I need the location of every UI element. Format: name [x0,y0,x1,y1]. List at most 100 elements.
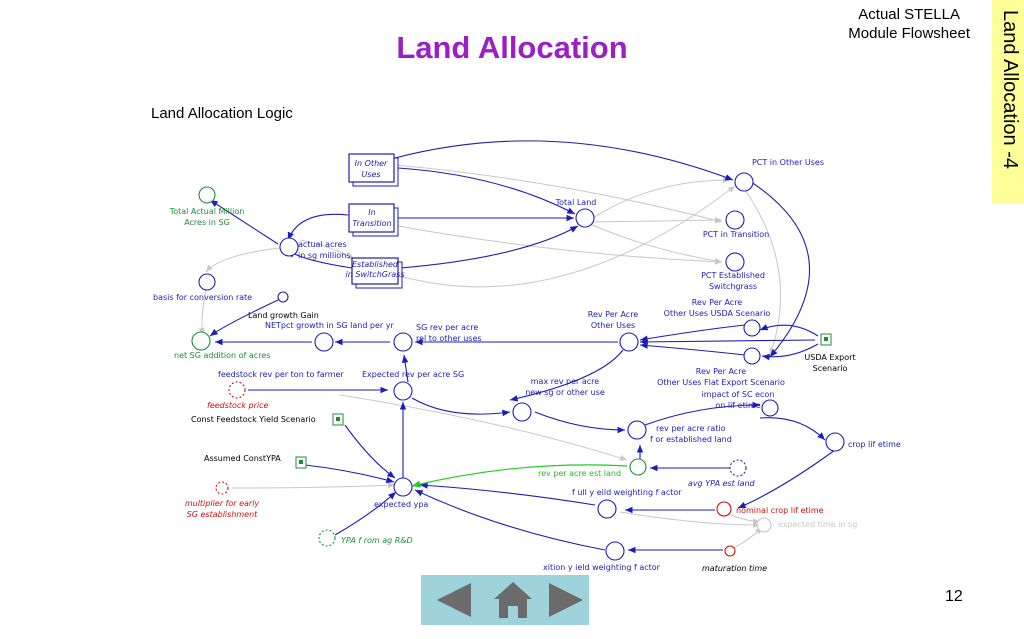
node-label: rev per acre est land [538,469,621,478]
stock-label: Transition [352,219,391,228]
node-label: Rev Per Acre [588,310,639,319]
multiplier-node [215,481,229,495]
node-label: Expected rev per acre SG [362,370,464,379]
next-slide-button[interactable] [541,575,597,625]
transition-w-node [605,541,625,561]
avg-ypa-node [729,459,747,477]
node-label: on lif etime [715,401,760,410]
node-label: max rev per acre [531,377,600,386]
stock-in-transition: In Transition [348,203,399,237]
node-label: net SG addition of acres [174,351,270,360]
previous-slide-button[interactable] [427,575,483,625]
converter-nodes [191,172,845,561]
page-title: Land Allocation [396,30,628,65]
node-label: PCT Established [701,271,765,280]
node-label: Const Feedstock Yield Scenario [191,415,316,424]
home-icon [494,582,532,618]
node-label: crop lif etime [848,440,901,449]
node-label: f or established land [650,435,732,444]
node-label: YPA f rom ag R&D [341,536,413,545]
node-label: SG rev per acre [416,323,478,332]
node-label: Total Land [555,198,597,207]
green-connector [411,464,628,488]
node-label: Scenario [813,364,848,373]
node-label: Rev Per Acre [692,298,743,307]
right-arrow-icon [549,583,583,617]
node-label: PCT in Transition [703,230,769,239]
node-label: Land growth Gain [248,311,319,320]
node-label: SG establishment [187,510,258,519]
node-label: f ull y eild weighting f actor [572,488,682,497]
expected-ypa-node [393,477,413,497]
module-caption: Actual STELLA Module Flowsheet [848,5,970,43]
actual-acres-node [279,237,299,257]
node-label: expected time in sg [778,520,857,529]
feedstock-price-node [228,381,246,399]
node-label: rel to other uses [416,334,482,343]
left-arrow-icon [437,583,471,617]
section-side-tab: Land Allocation -4 [992,0,1024,203]
stock-label: Established [352,260,399,269]
expected-time-node [756,517,772,533]
node-label: Assumed ConstYPA [204,454,281,463]
node-label: Other Uses USDA Scenario [664,309,771,318]
node-label: nominal crop lif etime [736,506,824,515]
net-sg-node [191,331,211,351]
node-label: Rev Per Acre [696,367,747,376]
nominal-node [716,501,732,517]
land-growth-node [277,291,289,303]
node-label: Switchgrass [709,282,757,291]
home-button[interactable] [485,575,541,625]
ratio-node [627,420,647,440]
sg-rev-node [393,332,413,352]
node-label: Acres in SG [184,218,230,227]
basis-node [198,273,216,291]
pct-transition-node [725,210,745,230]
node-label: actual acres [298,240,347,249]
node-label: avg YPA est land [688,479,756,488]
node-label: impact of SC econ [702,390,775,399]
max-rev-node [512,402,532,422]
node-label: USDA Export [804,353,855,362]
full-yield-node [597,499,617,519]
ypa-rd-node [318,529,336,547]
diagram-subtitle: Land Allocation Logic [151,105,293,122]
node-label: NETpct growth in SG land per yr [265,321,395,330]
maturation-node [724,545,736,557]
impact-node [761,399,779,417]
node-label: feedstock rev per ton to farmer [218,370,344,379]
graphical-input-icons [295,333,832,469]
blue-connectors [209,140,836,554]
node-label: multiplier for early [185,499,260,508]
stock-label: In [368,208,375,217]
node-label: Other Uses Flat Export Scenario [657,378,785,387]
netpct-node [314,332,334,352]
node-label: Other Uses [591,321,635,330]
expected-rev-node [393,381,413,401]
pct-other-node [734,172,754,192]
stock-label: in SwitchGrass [345,270,404,279]
rev-other-node [619,332,639,352]
node-label: expected ypa [374,500,428,509]
stock-established: Established in SwitchGrass [345,257,405,289]
rev-usda-node [743,319,761,337]
node-label: basis for conversion rate [153,293,252,302]
module-line-2: Module Flowsheet [848,25,970,42]
stock-in-other-uses: In Other Uses [348,153,399,187]
node-label: maturation time [702,564,767,573]
total-actual-node [198,186,216,204]
stock-label: In Other [355,159,388,168]
node-label: rev per acre ratio [656,424,726,433]
node-label: xition y ield weighting f actor [543,563,661,572]
grey-connectors [198,164,782,551]
module-line-1: Actual STELLA [858,6,960,23]
page-number: 12 [945,588,963,605]
node-label: Total Actual Million [169,207,245,216]
slide-navigation [421,575,589,625]
node-label: new sg or other use [525,388,605,397]
node-label: PCT in Other Uses [752,158,824,167]
pct-established-node [725,252,745,272]
node-label: in sg millions [298,251,350,260]
rev-flat-node [743,347,761,365]
